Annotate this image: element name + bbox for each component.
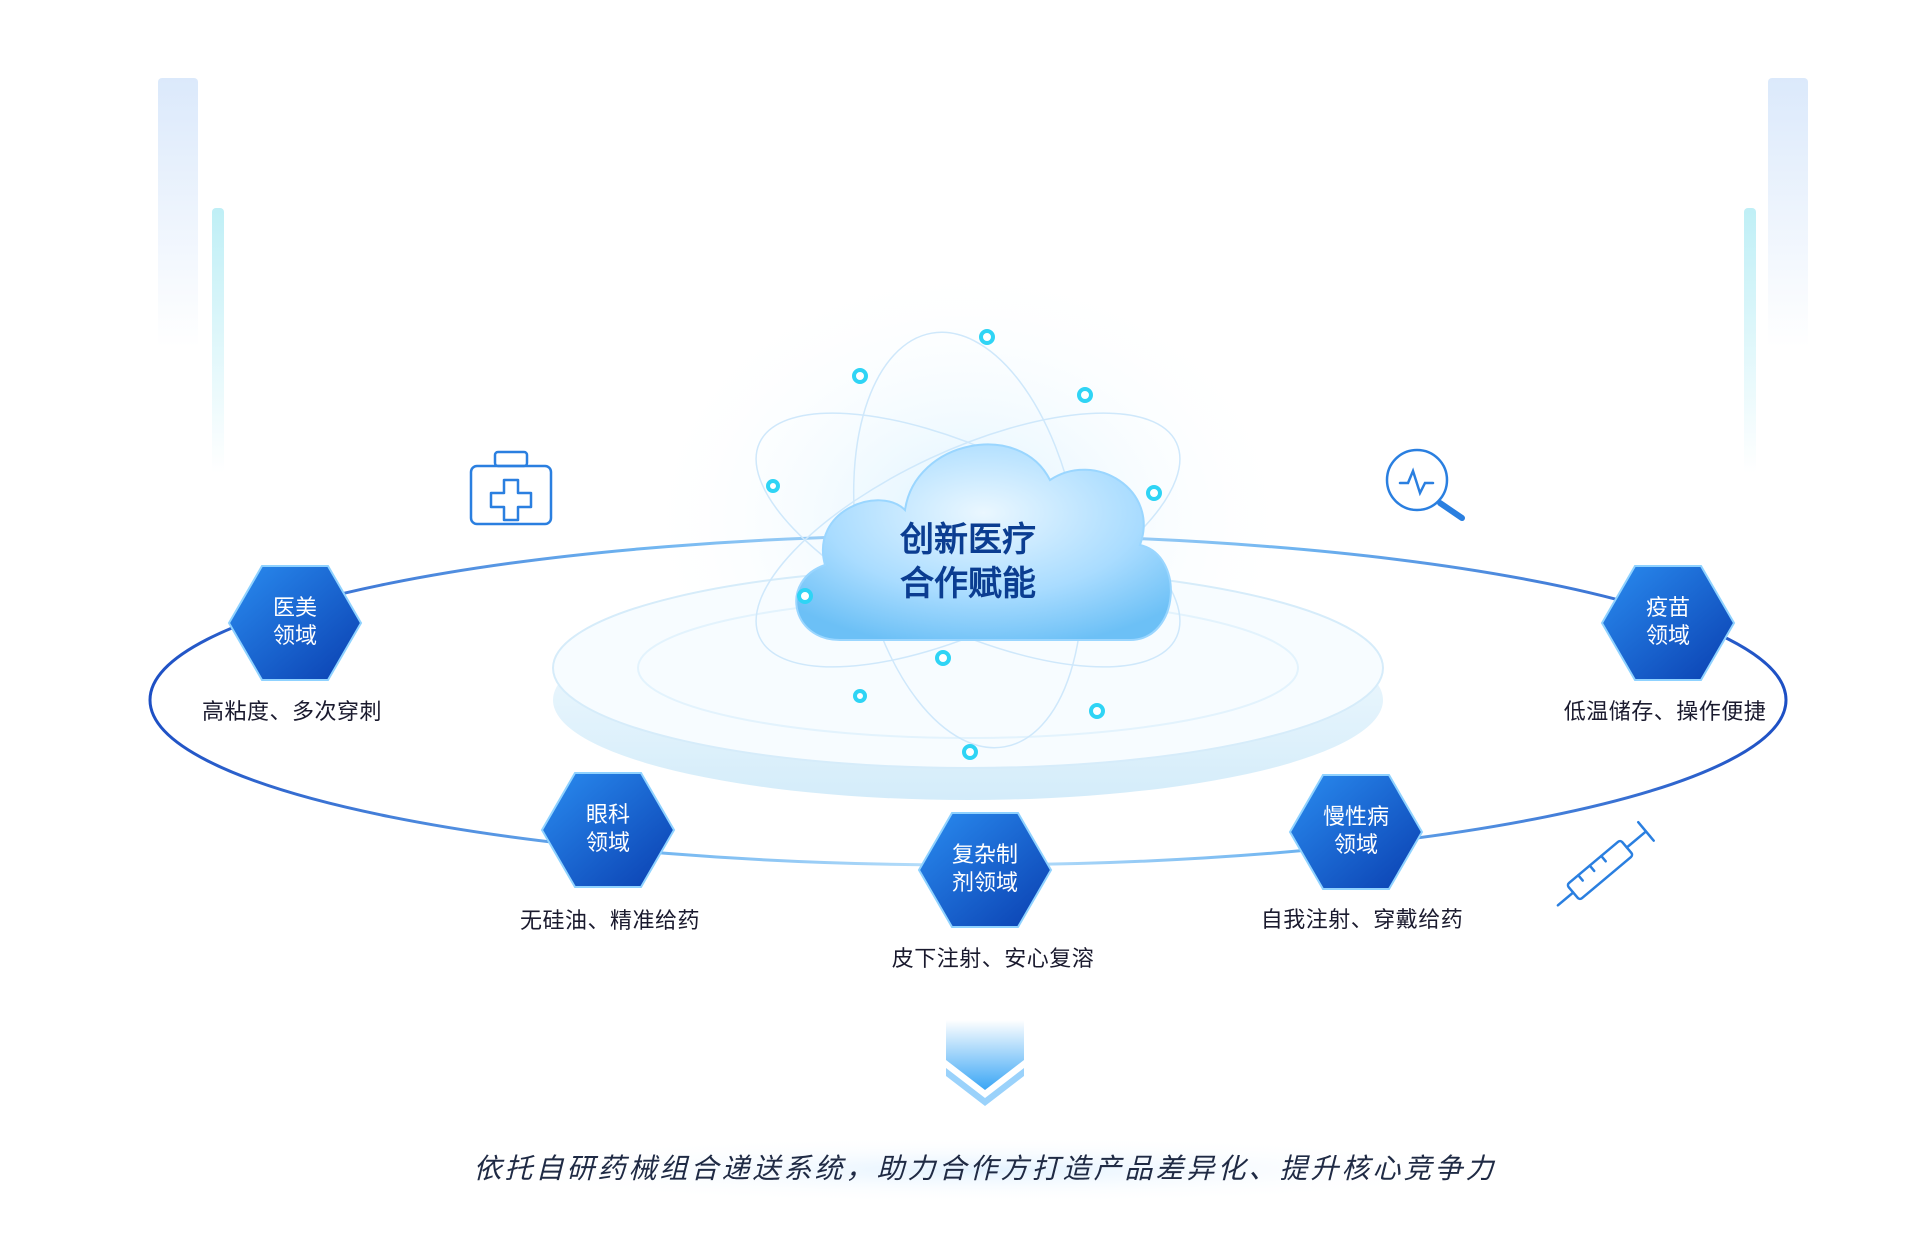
hex-label-line1: 复杂制 (951, 843, 1018, 868)
hex-label-medical-aesthetics: 医美 领域 (225, 595, 365, 651)
center-title-line2: 合作赋能 (900, 564, 1036, 604)
down-arrow-icon (946, 1020, 1024, 1106)
hex-label-complex-formulation: 复杂制 剂领域 (915, 842, 1055, 898)
first-aid-kit-icon (469, 450, 553, 526)
deco-bar-right-inner (1744, 208, 1756, 473)
center-title: 创新医疗 合作赋能 (818, 518, 1118, 606)
hex-label-vaccine: 疫苗 领域 (1598, 595, 1738, 651)
hex-complex-formulation (917, 812, 1053, 928)
glow-dots (766, 329, 1162, 760)
center-title-line1: 创新医疗 (900, 520, 1036, 560)
desc-ophthalmology: 无硅油、精准给药 (519, 909, 701, 934)
magnifier-heartbeat-icon (1385, 448, 1465, 521)
hex-label-chronic-disease: 慢性病 领域 (1286, 804, 1426, 860)
platform-disc (552, 567, 1384, 800)
hex-vaccine (1600, 565, 1736, 681)
hex-label-line2: 领域 (1645, 624, 1690, 649)
hex-ophthalmology (540, 772, 676, 888)
desc-chronic-disease: 自我注射、穿戴给药 (1260, 908, 1464, 933)
hex-label-line2: 剂领域 (951, 871, 1018, 896)
desc-vaccine: 低温储存、操作便捷 (1563, 700, 1767, 725)
center-cloud (795, 443, 1172, 641)
deco-bar-right-outer (1768, 78, 1808, 348)
hex-label-line2: 领域 (272, 624, 317, 649)
deco-bar-left-outer (158, 78, 198, 348)
syringe-icon (1556, 820, 1655, 907)
hex-label-line1: 医美 (272, 596, 317, 621)
hex-label-line1: 眼科 (585, 803, 630, 828)
deco-bar-left-inner (212, 208, 224, 473)
desc-complex-formulation: 皮下注射、安心复溶 (891, 947, 1095, 972)
hex-label-line2: 领域 (585, 831, 630, 856)
desc-medical-aesthetics: 高粘度、多次穿刺 (201, 700, 383, 725)
tagline-glow (465, 1136, 1505, 1204)
bottom-tagline: 依托自研药械组合递送系统，助力合作方打造产品差异化、提升核心竞争力 (473, 1152, 1497, 1185)
hex-label-ophthalmology: 眼科 领域 (538, 802, 678, 858)
hex-label-line1: 慢性病 (1322, 805, 1389, 830)
hex-chronic-disease (1288, 774, 1424, 890)
hex-label-line2: 领域 (1333, 833, 1378, 858)
hex-label-line1: 疫苗 (1645, 596, 1690, 621)
hex-medical-aesthetics (227, 565, 363, 681)
